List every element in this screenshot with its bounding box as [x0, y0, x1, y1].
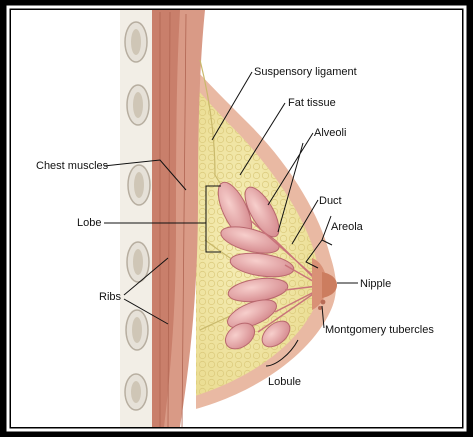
label-ribs: Ribs [99, 291, 122, 303]
label-areola: Areola [331, 221, 364, 233]
rib-core [133, 92, 143, 118]
label-duct: Duct [319, 195, 342, 207]
rib-core [131, 29, 141, 55]
label-chest-muscles: Chest muscles [36, 160, 109, 172]
label-nipple: Nipple [360, 278, 391, 290]
label-montgomery-tubercles: Montgomery tubercles [325, 324, 434, 336]
label-fat-tissue: Fat tissue [288, 97, 336, 109]
montgomery-tubercle [321, 300, 326, 305]
rib-core [132, 317, 142, 343]
label-suspensory-ligament: Suspensory ligament [254, 66, 357, 78]
montgomery-tubercle [318, 306, 322, 310]
rib-core [133, 249, 143, 275]
label-alveoli: Alveoli [314, 127, 346, 139]
ribs-column [120, 10, 152, 427]
rib-core [134, 172, 144, 198]
label-lobe: Lobe [77, 217, 101, 229]
label-lobule: Lobule [268, 376, 301, 388]
rib-core [131, 381, 141, 403]
